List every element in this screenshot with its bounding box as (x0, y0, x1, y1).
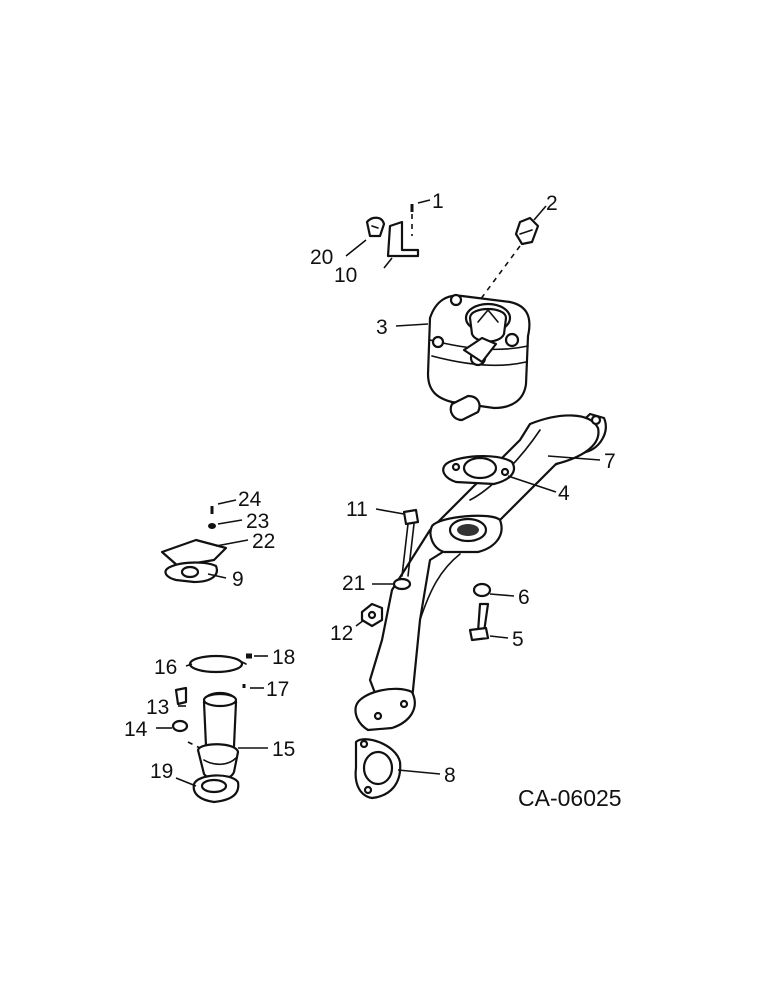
callout-10: 10 (334, 264, 357, 287)
leader-lines (156, 199, 601, 787)
callouts: 1 2 3 4 5 6 7 8 9 10 11 12 13 14 15 16 1… (124, 190, 616, 787)
callout-2: 2 (546, 192, 558, 215)
callout-5: 5 (512, 628, 524, 651)
callout-9: 9 (232, 568, 244, 591)
callout-13: 13 (146, 696, 169, 719)
drawing-code: CA-06025 (518, 785, 622, 811)
callout-1: 1 (432, 190, 444, 213)
callout-21: 21 (342, 572, 365, 595)
callout-7: 7 (604, 450, 616, 473)
pipe-flange-lower (354, 687, 416, 732)
callout-6: 6 (518, 586, 530, 609)
pipe-flange-middle (429, 514, 503, 554)
callout-14: 14 (124, 718, 148, 741)
cover-plate (160, 506, 228, 584)
callout-23: 23 (246, 510, 269, 533)
gasket-upper (442, 454, 516, 486)
callout-20: 20 (310, 246, 333, 269)
callout-16: 16 (154, 656, 177, 679)
callout-24: 24 (238, 488, 262, 511)
outlet-pipe (368, 412, 607, 708)
sensor-fitting (479, 216, 540, 301)
thermostat-housing (426, 293, 531, 422)
bypass-hose-assembly (171, 653, 252, 804)
callout-8: 8 (444, 764, 456, 787)
callout-15: 15 (272, 738, 295, 761)
callout-3: 3 (376, 316, 388, 339)
callout-22: 22 (252, 530, 275, 553)
callout-19: 19 (150, 760, 173, 783)
callout-12: 12 (330, 622, 353, 645)
bracket-assembly (365, 204, 420, 258)
gasket-lower (354, 738, 402, 800)
callout-11: 11 (346, 498, 368, 521)
small-bolt (468, 582, 492, 642)
callout-18: 18 (272, 646, 295, 669)
callout-17: 17 (266, 678, 289, 701)
callout-4: 4 (558, 482, 570, 505)
